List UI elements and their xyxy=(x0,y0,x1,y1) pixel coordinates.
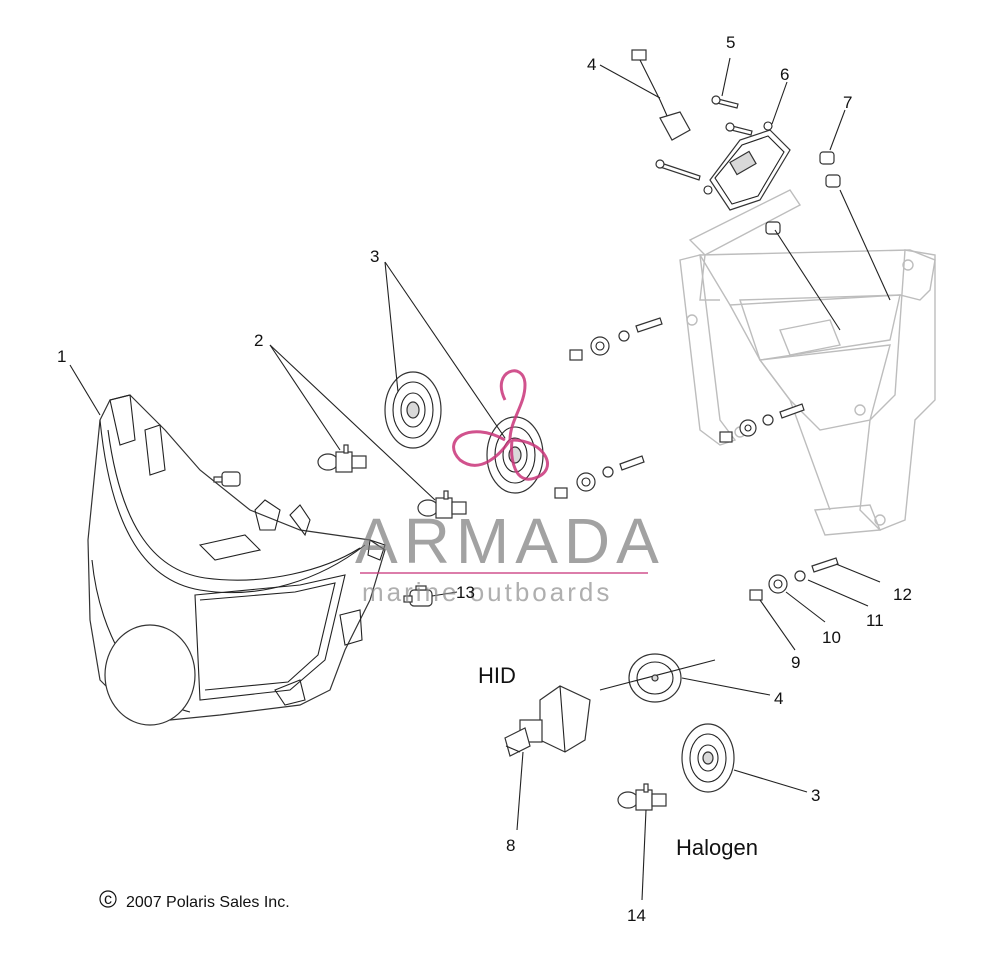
callout-3-lower: 3 xyxy=(811,786,820,805)
callout-9: 9 xyxy=(791,653,800,672)
callout-3-upper: 3 xyxy=(370,247,379,266)
callout-14: 14 xyxy=(627,906,646,925)
halogen-bulb-upper-left xyxy=(317,444,367,473)
watermark-brand: ARMADA xyxy=(355,505,665,577)
fastener-stack-bracket xyxy=(719,403,805,443)
callout-8: 8 xyxy=(506,836,515,855)
spacers-7 xyxy=(765,151,841,235)
grommet-bolt xyxy=(213,471,241,487)
callout-7: 7 xyxy=(843,93,852,112)
copyright: c 2007 Polaris Sales Inc. xyxy=(99,890,290,911)
callout-11: 11 xyxy=(866,611,884,630)
copyright-text: 2007 Polaris Sales Inc. xyxy=(126,894,290,911)
halogen-boot xyxy=(681,723,735,793)
callout-4-upper: 4 xyxy=(587,55,596,74)
hid-bulb xyxy=(504,685,591,757)
watermark: ARMADA marine outboards xyxy=(355,369,665,607)
rubber-boot-upper-1 xyxy=(384,371,442,449)
hid-label: HID xyxy=(478,663,516,688)
fastener-stack-lower xyxy=(749,557,839,601)
fastener-stack-middle xyxy=(554,455,645,499)
callout-4-lower: 4 xyxy=(774,689,783,708)
halogen-bulb-upper-right xyxy=(417,490,467,519)
callout-5: 5 xyxy=(726,33,735,52)
hid-ballast-module xyxy=(703,121,791,211)
screws-5 xyxy=(655,95,753,181)
hid-cap xyxy=(599,653,716,703)
copyright-circle-icon xyxy=(99,890,117,908)
halogen-bulb-lower xyxy=(617,783,667,811)
copyright-symbol: c xyxy=(104,891,112,908)
callout-10: 10 xyxy=(822,628,841,647)
fastener-stack-upper xyxy=(569,317,663,361)
bolt-13 xyxy=(403,585,433,607)
connector-wire-upper xyxy=(631,49,691,141)
callout-6: 6 xyxy=(780,65,789,84)
mounting-bracket-ghost xyxy=(679,189,936,536)
watermark-tagline: marine outboards xyxy=(362,577,612,607)
callout-labels: 1 2 3 4 5 6 7 13 12 11 10 9 4 3 8 14 xyxy=(57,33,912,925)
callout-12: 12 xyxy=(893,585,912,604)
callout-13: 13 xyxy=(456,583,475,602)
headlight-housing xyxy=(87,394,386,726)
halogen-label: Halogen xyxy=(676,835,758,860)
leader-lines xyxy=(69,57,891,901)
propeller-logo-icon xyxy=(452,369,549,481)
callout-2: 2 xyxy=(254,331,263,350)
callout-1: 1 xyxy=(57,347,66,366)
